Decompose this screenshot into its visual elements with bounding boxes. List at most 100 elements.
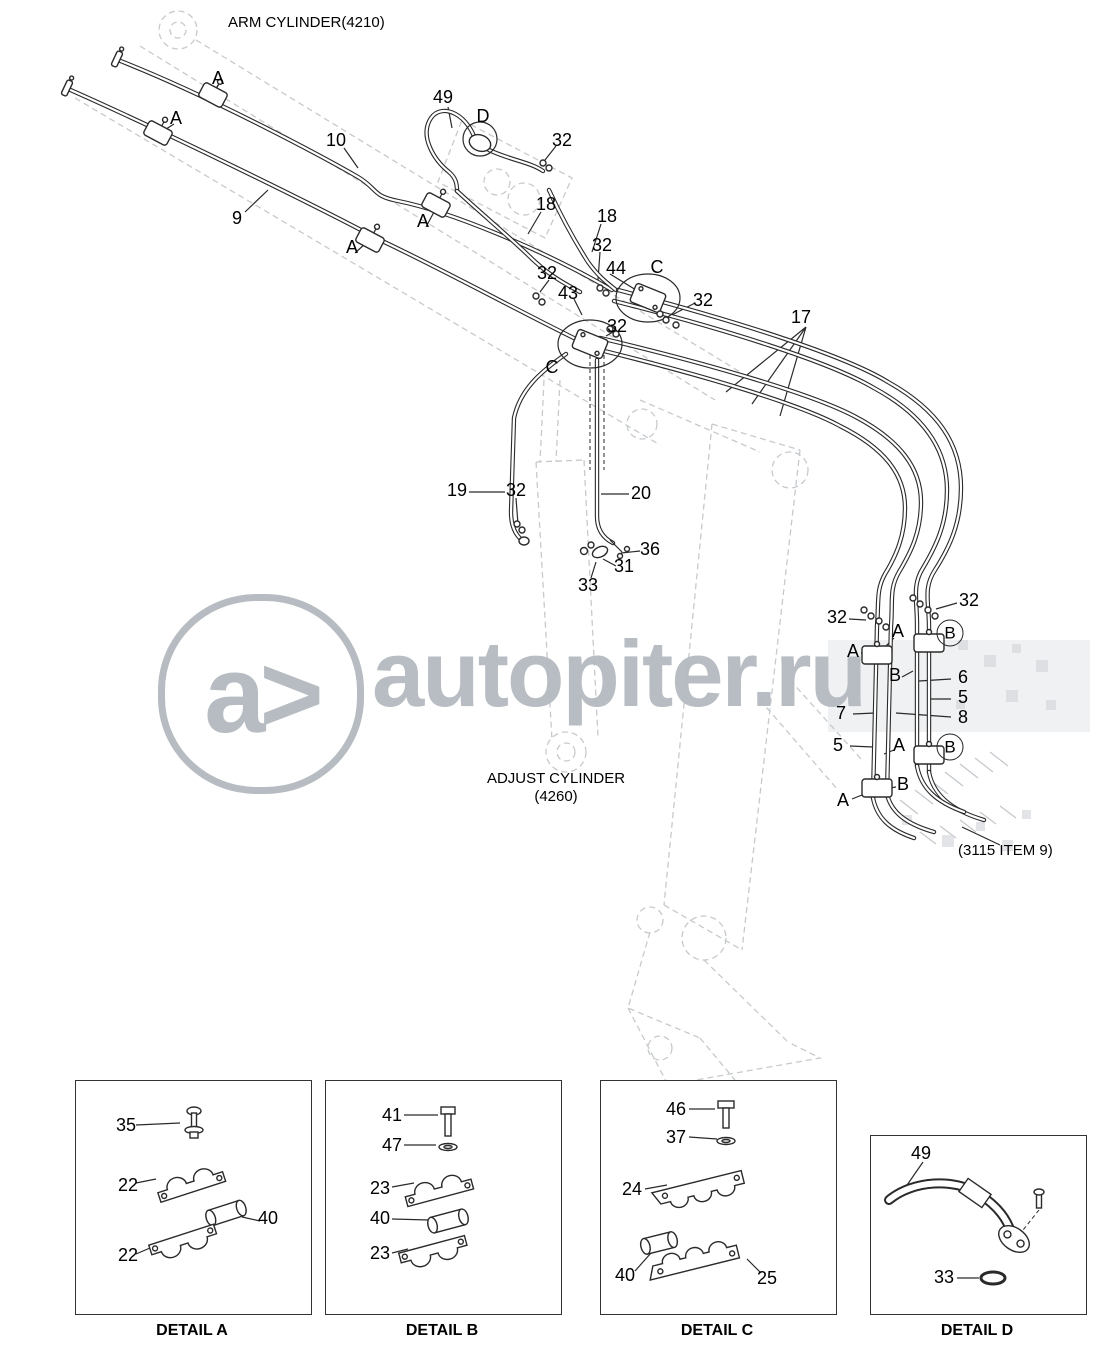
clamp-block-24 bbox=[650, 1169, 746, 1209]
hose-19 bbox=[508, 351, 569, 544]
callout-a: A bbox=[891, 621, 905, 641]
clamp-22-upper bbox=[156, 1168, 227, 1204]
ghost-adjust-cylinder bbox=[535, 379, 599, 773]
detail-a-title: DETAIL A bbox=[156, 1322, 228, 1339]
callout-32: 32 bbox=[551, 130, 573, 150]
leader-lines bbox=[162, 84, 1001, 846]
callout-5: 5 bbox=[832, 735, 844, 755]
clamp-a bbox=[421, 188, 451, 218]
callout-b-circled: B bbox=[936, 733, 964, 761]
detail-d-title: DETAIL D bbox=[940, 1322, 1014, 1339]
detail-d-box: 49 33 bbox=[870, 1135, 1087, 1315]
callout-32: 32 bbox=[536, 263, 558, 283]
item-ref-label: (3115 ITEM 9) bbox=[958, 842, 1053, 859]
detail-a-drawing bbox=[135, 1106, 261, 1259]
bushing-40 bbox=[205, 1199, 247, 1227]
ghost-arm bbox=[627, 423, 863, 1086]
callout-a: A bbox=[169, 108, 183, 128]
callout-22: 22 bbox=[117, 1175, 139, 1195]
elbow-cluster bbox=[518, 536, 631, 560]
callout-b: B bbox=[896, 774, 910, 794]
callout-b: B bbox=[888, 665, 902, 685]
callout-c: C bbox=[545, 357, 559, 377]
washer-47 bbox=[438, 1142, 458, 1152]
callout-43: 43 bbox=[557, 283, 579, 303]
callout-a: A bbox=[211, 68, 225, 88]
pipe-end-fitting bbox=[110, 46, 125, 68]
hose-49-detail bbox=[884, 1177, 1045, 1253]
detail-d-drawing bbox=[884, 1161, 1045, 1286]
callout-c: C bbox=[650, 257, 664, 277]
detail-c-drawing bbox=[634, 1100, 762, 1282]
callout-49: 49 bbox=[910, 1143, 932, 1163]
callout-7: 7 bbox=[835, 703, 847, 723]
clamp-right bbox=[913, 740, 945, 765]
clamp-23-upper bbox=[404, 1174, 475, 1208]
hidden-hose-guides bbox=[589, 355, 605, 470]
callout-33: 33 bbox=[933, 1267, 955, 1287]
ghost-hatch bbox=[899, 751, 1017, 845]
bolt-46 bbox=[717, 1100, 735, 1129]
callout-a: A bbox=[892, 735, 906, 755]
hose-18-b bbox=[546, 187, 619, 293]
callout-b-circled: B bbox=[936, 619, 964, 647]
callout-49: 49 bbox=[432, 87, 454, 107]
hose-18-a bbox=[454, 188, 583, 295]
callout-5: 5 bbox=[957, 687, 969, 707]
callout-32: 32 bbox=[505, 480, 527, 500]
clamp-23-lower bbox=[397, 1234, 468, 1268]
bolt-41 bbox=[440, 1106, 456, 1137]
callout-40: 40 bbox=[369, 1208, 391, 1228]
callout-24: 24 bbox=[621, 1179, 643, 1199]
callout-a: A bbox=[846, 641, 860, 661]
clamp-right bbox=[861, 640, 893, 665]
adjust-cylinder-label: ADJUST CYLINDER bbox=[486, 770, 626, 787]
pipe-end-fitting bbox=[60, 75, 75, 97]
arm-cylinder-label: ARM CYLINDER(4210) bbox=[228, 14, 385, 31]
callout-6: 6 bbox=[957, 667, 969, 687]
callout-20: 20 bbox=[630, 483, 652, 503]
adjust-cylinder-sub-label: (4260) bbox=[534, 788, 578, 805]
hose-20 bbox=[594, 357, 616, 546]
clamp-c bbox=[557, 319, 623, 369]
callout-32: 32 bbox=[958, 590, 980, 610]
detail-c-box: 46 37 24 40 25 bbox=[600, 1080, 837, 1315]
callout-18: 18 bbox=[535, 194, 557, 214]
bolt-35 bbox=[184, 1106, 204, 1139]
ghost-boom bbox=[74, 10, 761, 453]
detail-a-box: 35 22 40 22 bbox=[75, 1080, 312, 1315]
callout-40: 40 bbox=[257, 1208, 279, 1228]
callout-36: 36 bbox=[639, 539, 661, 559]
callout-a: A bbox=[836, 790, 850, 810]
callout-23: 23 bbox=[369, 1243, 391, 1263]
clamp-22-lower bbox=[147, 1223, 218, 1259]
clamp-block-25 bbox=[649, 1241, 741, 1282]
callout-a: A bbox=[416, 211, 430, 231]
callout-22: 22 bbox=[117, 1245, 139, 1265]
detail-b-drawing bbox=[391, 1106, 475, 1268]
clamp-a bbox=[198, 78, 228, 108]
watermark-logo-icon: a> bbox=[158, 594, 364, 794]
bushing-40 bbox=[427, 1208, 469, 1234]
callout-32: 32 bbox=[606, 316, 628, 336]
callout-32: 32 bbox=[591, 235, 613, 255]
washer-37 bbox=[716, 1136, 736, 1146]
callout-41: 41 bbox=[381, 1105, 403, 1125]
callout-37: 37 bbox=[665, 1127, 687, 1147]
callout-47: 47 bbox=[381, 1135, 403, 1155]
o-ring-33 bbox=[979, 1270, 1007, 1286]
callout-17: 17 bbox=[790, 307, 812, 327]
fitting-d bbox=[462, 121, 498, 157]
fittings-32 bbox=[513, 159, 939, 631]
callout-19: 19 bbox=[446, 480, 468, 500]
hose-49 bbox=[424, 108, 546, 194]
detail-b-title: DETAIL B bbox=[405, 1322, 479, 1339]
pipe-9 bbox=[63, 85, 593, 349]
callout-40: 40 bbox=[614, 1265, 636, 1285]
detail-b-box: 41 47 23 40 23 bbox=[325, 1080, 562, 1315]
watermark-brand: autopiter.ru bbox=[372, 621, 867, 726]
callout-25: 25 bbox=[756, 1268, 778, 1288]
clamp-right bbox=[913, 628, 945, 653]
clamp-right bbox=[861, 773, 893, 798]
